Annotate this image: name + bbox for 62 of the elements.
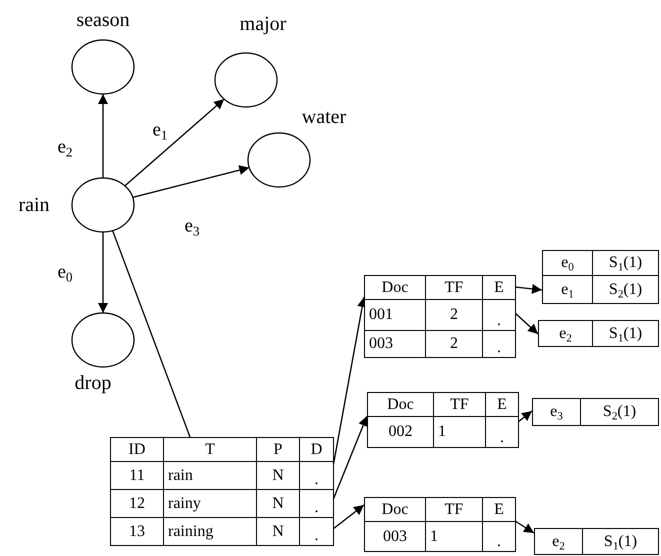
table-cell: 002 [368,416,434,448]
arrow [514,312,538,334]
arrow [124,98,225,186]
table-cell: e$_{2}$ [534,528,582,554]
table-cell: e$_{0}$ [542,250,592,276]
table-cell: Doc [364,276,426,300]
arrow [98,232,108,313]
table-cell: E [482,276,516,300]
table-cell: N [256,462,300,490]
table-cell: D [300,438,334,462]
arrow [514,284,542,294]
table-cell: 003 [364,522,426,552]
table-cell: 13 [110,518,164,546]
table-cell: TF [434,392,486,416]
arrow [518,410,532,423]
node-label: rain [18,195,50,215]
table-cell: E [482,498,516,522]
table-cell: rain [164,462,256,490]
table-cell: . [482,300,516,330]
table-cell: S$_{2}$(1) [592,276,658,304]
node-label: season [76,10,130,30]
table-cell: 12 [110,490,164,518]
table-cell: 003 [364,330,426,358]
table-cell: E [486,392,518,416]
node-label: drop [74,373,112,393]
table-cell: Doc [368,392,434,416]
table-cell: rainy [164,490,256,518]
table-cell: TF [426,276,482,300]
table-cell: e$_{1}$ [542,276,592,304]
arrow [132,165,250,198]
table-cell: 1 [434,416,486,448]
table-cell: S$_{1}$(1) [592,320,658,346]
table-cell: . [300,462,334,490]
table-cell: S$_{2}$(1) [580,398,658,426]
arrow [514,520,534,534]
table-cell: S$_{1}$(1) [592,250,658,276]
table-cell: S$_{1}$(1) [582,528,658,554]
table-cell: . [300,518,334,546]
arrow [98,94,108,178]
table-cell: raining [164,518,256,546]
table-cell: T [164,438,256,462]
table-cell: 1 [426,522,482,552]
table-cell: N [256,490,300,518]
table-cell: 2 [426,330,482,358]
table-cell: . [482,522,516,552]
arrow [332,504,364,530]
connector-line [112,230,191,438]
table-cell: e$_{2}$ [538,320,592,346]
table-cell: 001 [364,300,426,330]
table-cell: Doc [364,498,426,522]
table-cell: 11 [110,462,164,490]
table-cell: . [300,490,334,518]
table-cell: . [486,416,518,448]
table-cell: TF [426,498,482,522]
table-cell: N [256,518,300,546]
table-cell: e$_{3}$ [532,398,580,426]
table-cell: ID [110,438,164,462]
node-label: water [302,107,346,127]
table-cell: . [482,330,516,358]
table-cell: P [256,438,300,462]
table-cell: 2 [426,300,482,330]
node-label: major [240,14,286,34]
